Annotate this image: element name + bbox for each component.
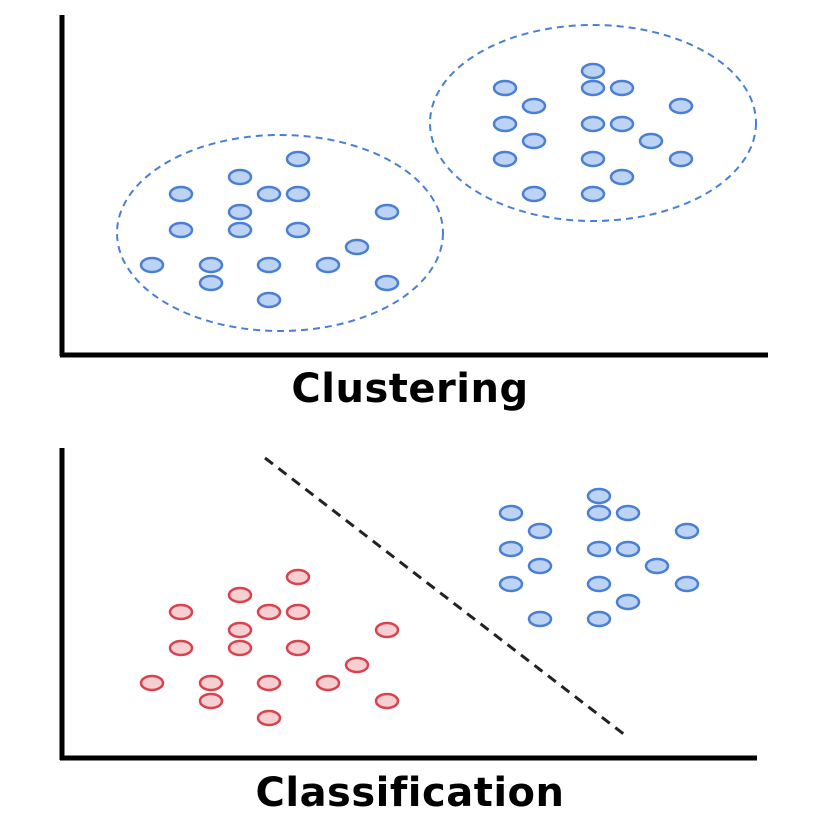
class-a-point-15 [315, 674, 341, 692]
class-b-point-11 [644, 557, 670, 575]
class-a-point-13 [198, 674, 224, 692]
cluster-b-point-11 [638, 132, 664, 150]
clustering-diagram [59, 15, 768, 358]
cluster-b-point-14 [668, 150, 694, 168]
class-b-point-17 [586, 610, 612, 628]
cluster-b-point-2 [492, 79, 518, 97]
class-b-point-15 [615, 593, 641, 611]
cluster-b-point-8 [580, 115, 606, 133]
class-a-point-16 [198, 692, 224, 710]
cluster-b-point-1 [580, 62, 606, 80]
class-b-point-14 [674, 575, 700, 593]
class-b-point-2 [498, 504, 524, 522]
classification-diagram [59, 448, 757, 761]
class-a-point-1 [285, 568, 311, 586]
cluster-a-point-7 [374, 203, 400, 221]
class-b-point-9 [615, 540, 641, 558]
class-a-point-17 [374, 692, 400, 710]
cluster-a-point-12 [139, 256, 165, 274]
clustering-caption: Clustering [291, 366, 529, 412]
cluster-a-point-2 [227, 168, 253, 186]
class-a-point-10 [285, 639, 311, 657]
cluster-b-point-15 [609, 168, 635, 186]
cluster-a-point-3 [168, 185, 194, 203]
class-a-point-3 [168, 603, 194, 621]
class-b-point-7 [498, 540, 524, 558]
cluster-b-point-7 [492, 115, 518, 133]
class-a-point-4 [256, 603, 282, 621]
class-b-point-12 [498, 575, 524, 593]
class-b-point-3 [586, 504, 612, 522]
cluster-b-point-6 [668, 97, 694, 115]
cluster-b-point-10 [521, 132, 547, 150]
cluster-a-point-9 [227, 221, 253, 239]
class-a-point-11 [344, 656, 370, 674]
class-b-point-1 [586, 487, 612, 505]
class-b-point-8 [586, 540, 612, 558]
cluster-a-point-8 [168, 221, 194, 239]
class-a-point-5 [285, 603, 311, 621]
class-b-point-10 [527, 557, 553, 575]
class-b-point-13 [586, 575, 612, 593]
class-b-point-5 [527, 522, 553, 540]
cluster-a-point-11 [344, 238, 370, 256]
decision-boundary [264, 456, 626, 737]
class-a-point-6 [227, 621, 253, 639]
cluster-b-point-4 [609, 79, 635, 97]
cluster-a-point-5 [285, 185, 311, 203]
cluster-a-point-10 [285, 221, 311, 239]
cluster-b-point-3 [580, 79, 606, 97]
cluster-b-point-17 [580, 185, 606, 203]
class-b-point-4 [615, 504, 641, 522]
class-a-point-12 [139, 674, 165, 692]
class-b-point-16 [527, 610, 553, 628]
cluster-a-point-15 [315, 256, 341, 274]
class-a-point-2 [227, 586, 253, 604]
cluster-a-point-6 [227, 203, 253, 221]
class-points [139, 487, 700, 727]
class-a-point-14 [256, 674, 282, 692]
cluster-a-point-4 [256, 185, 282, 203]
cluster-b-point-16 [521, 185, 547, 203]
cluster-boundary-right [429, 24, 757, 222]
classification-caption: Classification [255, 770, 565, 816]
cluster-a-point-14 [256, 256, 282, 274]
cluster-points [139, 62, 694, 309]
cluster-a-point-17 [374, 274, 400, 292]
class-a-point-7 [374, 621, 400, 639]
cluster-b-point-12 [492, 150, 518, 168]
class-a-point-9 [227, 639, 253, 657]
cluster-a-point-18 [256, 291, 282, 309]
cluster-boundary-left [116, 134, 444, 332]
cluster-b-point-13 [580, 150, 606, 168]
cluster-a-point-13 [198, 256, 224, 274]
cluster-a-point-16 [198, 274, 224, 292]
cluster-a-point-1 [285, 150, 311, 168]
class-a-point-8 [168, 639, 194, 657]
class-b-point-6 [674, 522, 700, 540]
class-a-point-18 [256, 709, 282, 727]
cluster-b-point-5 [521, 97, 547, 115]
cluster-b-point-9 [609, 115, 635, 133]
